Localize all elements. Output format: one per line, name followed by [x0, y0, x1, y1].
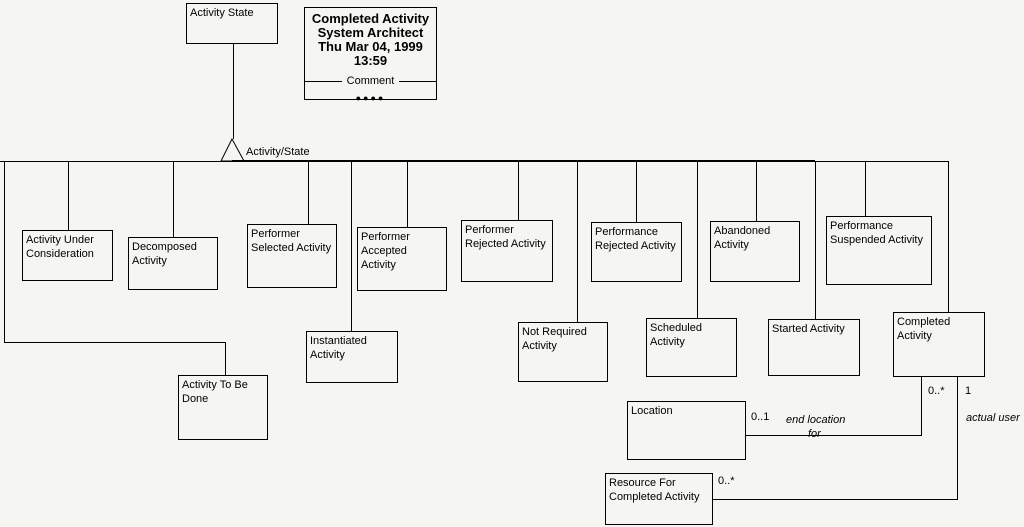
class-label: Decomposed Activity — [132, 241, 197, 267]
class-label-activity-state: Activity State — [190, 7, 254, 19]
class-label: Scheduled Activity — [650, 322, 702, 348]
class-label: Performance Rejected Activity — [595, 226, 676, 252]
class-box-performance-suspended-activity[interactable]: Performance Suspended Activity — [826, 216, 932, 285]
title-time: 13:59 — [353, 53, 388, 68]
class-box-scheduled-activity[interactable]: Scheduled Activity — [646, 318, 737, 377]
separator-line-left — [305, 81, 342, 82]
class-label: Performance Suspended Activity — [830, 220, 923, 246]
multiplicity-label-resource: 0..* — [718, 475, 735, 487]
class-box-not-required-activity[interactable]: Not Required Activity — [518, 322, 608, 382]
class-box-performer-rejected-activity[interactable]: Performer Rejected Activity — [461, 220, 553, 282]
diagram-title-block[interactable]: Completed Activity System Architect Thu … — [304, 7, 437, 103]
class-label: Performer Rejected Activity — [465, 224, 546, 250]
title-diagram-name: Completed Activity — [311, 11, 430, 26]
multiplicity-label-completed-actual-user: 1 — [965, 385, 972, 397]
class-box-completed-activity[interactable]: Completed Activity — [893, 312, 985, 377]
class-box-activity-state[interactable]: Activity State — [186, 3, 278, 44]
rake-line-right[interactable] — [815, 161, 948, 162]
class-label: Performer Selected Activity — [251, 228, 332, 254]
connector-decomposed-activity[interactable] — [173, 161, 174, 237]
class-label: Completed Activity — [897, 316, 951, 342]
class-box-instantiated-activity[interactable]: Instantiated Activity — [306, 331, 398, 383]
connector-instantiated-activity[interactable] — [351, 161, 352, 331]
class-label: Abandoned Activity — [714, 225, 771, 251]
rake-line-center[interactable] — [232, 160, 815, 162]
generalization-label: Activity/State — [246, 146, 310, 158]
title-tool-name: System Architect — [317, 25, 424, 40]
connector-activity-under-consideration[interactable] — [68, 161, 69, 230]
association-actual-user-line-h[interactable] — [713, 499, 958, 500]
title-date: Thu Mar 04, 1999 — [318, 39, 423, 54]
class-label: Not Required Activity — [522, 326, 587, 352]
class-label: Activity To Be Done — [182, 379, 248, 405]
connector-not-required-activity[interactable] — [577, 161, 578, 322]
generalization-stem-line[interactable] — [233, 43, 234, 139]
connector-started-activity[interactable] — [815, 161, 816, 319]
generalization-triangle-icon[interactable] — [220, 138, 245, 162]
class-label: Performer Accepted Activity — [361, 231, 410, 271]
class-box-decomposed-activity[interactable]: Decomposed Activity — [128, 237, 218, 290]
connector-activity-to-be-done-h[interactable] — [4, 342, 226, 343]
class-label: Started Activity — [772, 323, 845, 335]
separator-line-right — [399, 81, 436, 82]
connector-performance-rejected-activity[interactable] — [636, 161, 637, 222]
class-box-location[interactable]: Location — [627, 401, 746, 460]
association-name-end-location-line1: end location — [786, 414, 846, 426]
rake-line-left[interactable] — [0, 161, 232, 162]
class-label: Location — [631, 405, 673, 417]
class-label: Activity Under Consideration — [26, 234, 94, 260]
connector-abandoned-activity[interactable] — [756, 161, 757, 221]
title-comment-label: Comment — [346, 75, 395, 87]
title-comment-separator: Comment — [305, 76, 436, 87]
association-end-location-line-v[interactable] — [921, 377, 922, 436]
association-actual-user-line-v[interactable] — [957, 377, 958, 500]
class-box-performance-rejected-activity[interactable]: Performance Rejected Activity — [591, 222, 682, 282]
class-box-abandoned-activity[interactable]: Abandoned Activity — [710, 221, 800, 282]
class-box-performer-accepted-activity[interactable]: Performer Accepted Activity — [357, 227, 447, 291]
connector-activity-to-be-done-v1[interactable] — [4, 161, 5, 342]
class-box-started-activity[interactable]: Started Activity — [768, 319, 860, 376]
connector-performer-accepted-activity[interactable] — [407, 161, 408, 227]
multiplicity-label-completed-end-location: 0..* — [928, 385, 945, 397]
connector-performer-rejected-activity[interactable] — [518, 161, 519, 220]
multiplicity-label-location: 0..1 — [751, 411, 770, 423]
class-box-performer-selected-activity[interactable]: Performer Selected Activity — [247, 224, 337, 288]
class-box-activity-under-consideration[interactable]: Activity Under Consideration — [22, 230, 113, 281]
connector-performer-selected-activity[interactable] — [308, 161, 309, 224]
connector-scheduled-activity[interactable] — [697, 161, 698, 318]
class-box-resource-for-completed-activity[interactable]: Resource For Completed Activity — [605, 473, 713, 525]
connector-completed-activity[interactable] — [948, 161, 949, 312]
association-end-location-line-h[interactable] — [746, 435, 922, 436]
connector-performance-suspended-activity[interactable] — [865, 161, 866, 216]
association-name-actual-user: actual user — [966, 412, 1020, 424]
association-name-end-location-line2: for — [808, 428, 821, 440]
connector-activity-to-be-done-v2[interactable] — [225, 342, 226, 375]
class-label: Instantiated Activity — [310, 335, 367, 361]
title-dots-icon: ●●●● — [355, 93, 386, 103]
class-box-activity-to-be-done[interactable]: Activity To Be Done — [178, 375, 268, 440]
class-label: Resource For Completed Activity — [609, 477, 700, 503]
